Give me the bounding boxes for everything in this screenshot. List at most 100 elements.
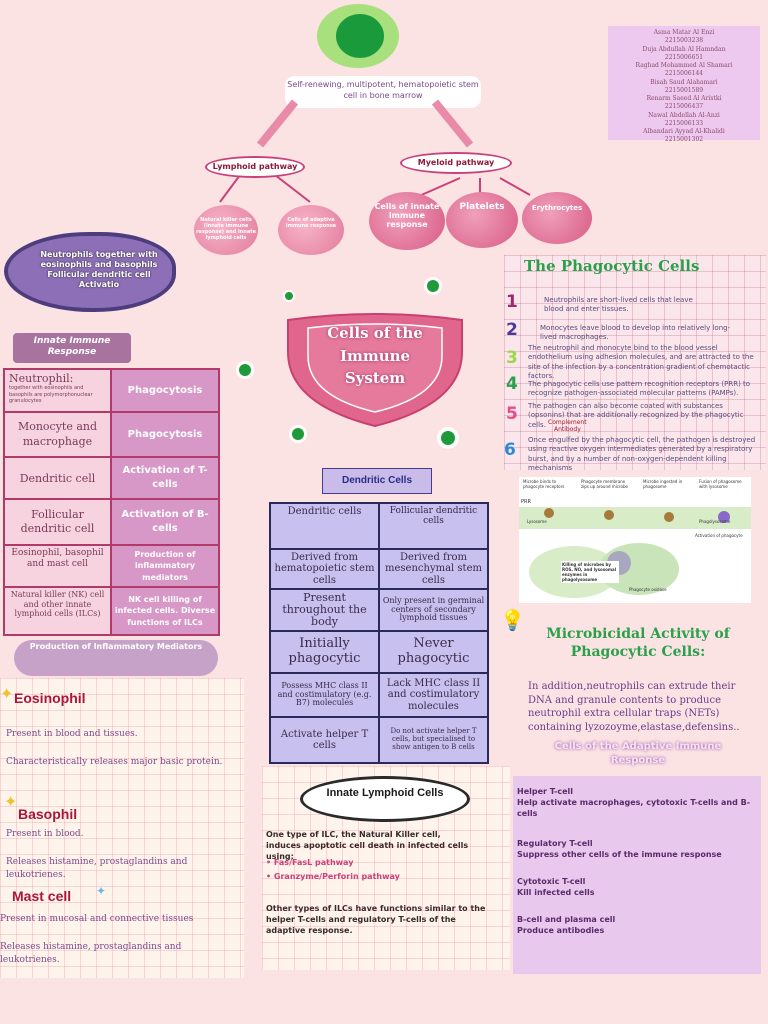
table-row: Derived from hematopoietic stem cells De… <box>271 550 487 590</box>
phago-item-1: Neutrophils are short-lived cells that l… <box>544 296 693 314</box>
basophil-p2: Releases histamine, prostaglandins and l… <box>6 857 188 880</box>
stem-cell-label: Self-renewing, multipotent, hematopoieti… <box>285 76 481 108</box>
ilc-p2: Other types of ILCs have functions simil… <box>266 904 486 935</box>
pathway-arrows <box>219 99 531 203</box>
cell-name: Dendritic cell <box>5 458 112 498</box>
diagram-label: Lysosome <box>527 519 547 524</box>
green-cell-icon <box>437 427 459 449</box>
table-row: Natural killer (NK) cell and other innat… <box>3 588 220 636</box>
opsonin-complement: Complement <box>548 419 587 426</box>
table-cell: Do not activate helper T cells, but spec… <box>390 727 477 751</box>
table-cell: Derived from hematopoietic stem cells <box>271 550 380 588</box>
author-id: 2215003238 <box>664 37 704 45</box>
adaptive-heading: B-cell and plasma cell <box>517 915 616 924</box>
platelets-circle: Platelets <box>446 192 518 248</box>
neutrophil-blob-text: Neutrophils together with eosinophils an… <box>40 250 158 289</box>
shield-line: Immune <box>339 346 411 365</box>
microbicidal-title: Microbicidal Activity of Phagocytic Cell… <box>546 626 730 660</box>
erythrocytes-circle: Erythrocytes <box>522 192 592 244</box>
table-cell: Initially phagocytic <box>271 632 380 672</box>
diagram-label: Killing of microbes by ROS, NO, and lyso… <box>561 561 619 583</box>
cell-name: Natural killer (NK) cell and other innat… <box>5 588 112 634</box>
adaptive-desc: Kill infected cells <box>517 888 595 898</box>
phagocytosis-diagram: Microbe binds to phagocyte receptors Pha… <box>519 477 751 603</box>
adaptive-item: B-cell and plasma cell Produce antibodie… <box>517 914 757 936</box>
adaptive-banner: Cells of the Adaptive Immune Response <box>554 741 722 766</box>
adaptive-item: Helper T-cell Help activate macrophages,… <box>517 786 757 820</box>
table-row: Monocyte and macrophage Phagocytosis <box>3 413 220 458</box>
number-5: 5 <box>506 404 518 424</box>
green-cell-icon <box>424 277 442 295</box>
ilc-b2: Granzyme/Perforin pathway <box>273 872 400 881</box>
cell-function: Activation of T-cells <box>112 458 218 498</box>
phago-item-3: The neutrophil and monocyte bind to the … <box>528 344 754 381</box>
microbicidal-text: In addition,neutrophils can extrude thei… <box>528 681 740 733</box>
table-row: Activate helper T cells Do not activate … <box>271 718 487 762</box>
table-row: Dendritic cells Follicular dendritic cel… <box>271 504 487 550</box>
sparkle-icon: ✦ <box>4 792 18 811</box>
star-icon: ✦ <box>96 884 107 898</box>
table-row: Neutrophil: together with eosinophils an… <box>3 368 220 413</box>
phago-item-2: Monocytes leave blood to develop into re… <box>540 324 731 342</box>
ilc-title: Innate Lymphoid Cells <box>300 776 470 822</box>
diagram-label: Fusion of phagosome with lysosome <box>699 479 742 489</box>
number-2: 2 <box>506 320 518 340</box>
cell-name: Monocyte and macrophage <box>5 413 112 456</box>
diagram-label: PRR <box>521 499 531 505</box>
innate-immune-badge: Innate Immune Response <box>13 333 131 363</box>
stem-cell-nucleus <box>336 14 384 58</box>
adaptive-heading: Regulatory T-cell <box>517 839 593 848</box>
cell-function: Activation of B-cells <box>112 500 218 544</box>
author-id: 2215006133 <box>664 119 704 127</box>
number-1: 1 <box>506 292 518 312</box>
phago-item-5: The pathogen can also become coated with… <box>528 402 744 429</box>
cell-name: Eosinophil, basophil and mast cell <box>5 546 112 586</box>
eosinophil-p1: Present in blood and tissues. <box>6 729 138 739</box>
myeloid-pathway-label: Myeloid pathway <box>400 152 512 174</box>
diagram-label: Microbe binds to phagocyte receptors <box>523 479 565 489</box>
author-id: 2215006651 <box>664 53 704 61</box>
adaptive-desc: Suppress other cells of the immune respo… <box>517 850 722 860</box>
basophil-p1: Present in blood. <box>6 829 84 839</box>
innate-cells-table: Neutrophil: together with eosinophils an… <box>3 368 220 636</box>
author-id: 2215001589 <box>664 86 704 94</box>
mastcell-p1: Present in mucosal and connective tissue… <box>0 914 194 924</box>
cell-name: Neutrophil: <box>9 372 74 385</box>
green-cell-icon <box>283 290 295 302</box>
cell-note: together with eosinophils and basophils … <box>9 385 93 404</box>
diagram-label: Phagocyte membrane zips up around microb… <box>581 479 628 489</box>
adaptive-item: Cytotoxic T-cell Kill infected cells <box>517 876 757 898</box>
adaptive-heading: Cytotoxic T-cell <box>517 877 586 886</box>
table-row: Follicular dendritic cell Activation of … <box>3 500 220 546</box>
table-cell: Never phagocytic <box>397 636 470 666</box>
table-cell: Neutrophil: together with eosinophils an… <box>5 370 112 411</box>
table-row: Dendritic cell Activation of T-cells <box>3 458 220 500</box>
ilc-bullet: • Granzyme/Perforin pathway <box>266 872 400 881</box>
nk-cells-circle: Natural killer cells (innate immune resp… <box>194 205 258 255</box>
number-4: 4 <box>506 374 518 394</box>
author-line: Albandari Ayyad Al-Khalidi <box>643 128 725 136</box>
dendritic-table: Dendritic cells Follicular dendritic cel… <box>269 502 489 764</box>
mediators-banner: Production of Inflammatory Mediators <box>14 640 218 676</box>
author-line: Renarm Saeed Al Aristki <box>646 95 722 103</box>
cell-function: Phagocytosis <box>112 413 218 456</box>
author-line: Asma Matar Al Enzi <box>653 29 715 36</box>
author-id: 2215006437 <box>664 103 704 111</box>
dendritic-header: Dendritic cells <box>271 504 380 548</box>
shield-line: Cells of the <box>327 324 423 342</box>
dendritic-title: Dendritic Cells <box>322 468 432 494</box>
author-line: Duja Abdullah Al Hamndan <box>642 45 726 53</box>
cell-function: Phagocytosis <box>112 370 218 411</box>
diagram-label: Phagocyte oxidase <box>629 587 667 592</box>
lymphoid-pathway-label: Lymphoid pathway <box>205 156 305 178</box>
ilc-p1: One type of ILC, the Natural Killer cell… <box>266 830 469 861</box>
table-cell: Present throughout the body <box>271 590 380 630</box>
author-id: 2215006144 <box>664 70 704 78</box>
follicular-header: Follicular dendritic cells <box>389 506 478 527</box>
innate-cells-circle: Cells of innate immune response <box>369 192 445 250</box>
author-line: Bisah Saud Alahamari <box>650 78 718 86</box>
table-cell: Lack MHC class II and costimulatory mole… <box>386 678 481 712</box>
table-cell: Only present in germinal centers of seco… <box>382 595 485 623</box>
lightbulb-icon: 💡 <box>500 608 525 632</box>
shield-emblem <box>287 313 463 428</box>
